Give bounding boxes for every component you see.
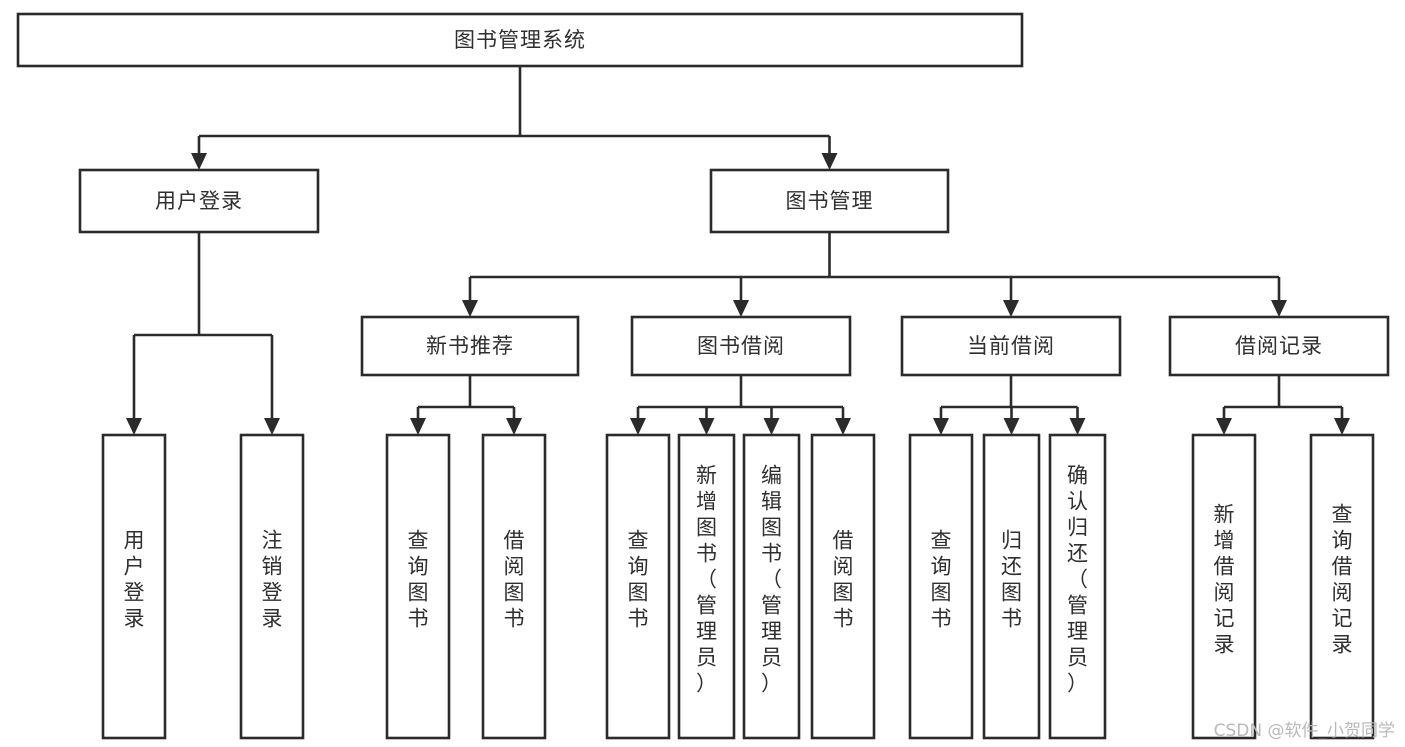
node-label-leaf_3: 借阅图书 [504,529,525,631]
node-box-leaf_5[interactable] [677,433,736,740]
node-label-leaf_1: 注销登录 [262,529,283,631]
node-leaf_9[interactable]: 归还图书 [982,433,1041,740]
node-label-leaf_7: 借阅图书 [833,529,854,631]
node-box-l2_0[interactable] [360,315,580,377]
arrow-head-icon-leaf_7 [835,418,851,435]
node-label-leaf_4: 查询图书 [628,529,649,631]
arrow-head-icon-leaf_9 [1003,418,1020,435]
arrow-head-icon-leaf_1 [264,418,280,435]
arrow-head-icon-l2_1 [733,300,749,317]
node-box-leaf_9[interactable] [982,433,1041,740]
node-l2_0[interactable]: 新书推荐 [360,315,580,377]
node-label-leaf_11: 新增借阅记录 [1214,503,1235,657]
node-box-l2_1[interactable] [630,315,852,377]
node-l2_3[interactable]: 借阅记录 [1168,315,1390,377]
arrow-head-icon-l2_2 [1003,300,1019,317]
node-box-leaf_8[interactable] [908,433,974,740]
arrow-head-icon-leaf_10 [1069,418,1086,435]
node-root[interactable]: 图书管理系统 [16,12,1024,68]
node-box-l1_1[interactable] [709,168,950,234]
arrow-head-icon-leaf_2 [410,418,426,435]
arrow-head-icon-leaf_5 [698,418,715,435]
node-leaf_8[interactable]: 查询图书 [908,433,974,740]
node-leaf_11[interactable]: 新增借阅记录 [1191,433,1257,740]
arrow-head-icon-leaf_4 [630,418,646,435]
node-leaf_2[interactable]: 查询图书 [385,433,451,740]
node-box-leaf_11[interactable] [1191,433,1257,740]
node-box-leaf_12[interactable] [1309,433,1375,740]
node-label-l2_1: 图书借阅 [697,334,785,358]
arrow-head-icon-leaf_12 [1334,418,1350,435]
node-box-leaf_6[interactable] [742,433,801,740]
node-label-l2_3: 借阅记录 [1235,334,1323,358]
node-box-leaf_1[interactable] [239,433,305,740]
arrow-head-icon-l1_0 [191,153,207,170]
arrow-head-icon-leaf_3 [506,418,522,435]
node-box-l1_0[interactable] [78,168,320,234]
arrow-head-icon-leaf_11 [1216,418,1232,435]
arrow-head-icon-l1_1 [821,153,838,170]
node-box-root[interactable] [16,12,1024,68]
connector-layer [126,66,1350,435]
node-l1_0[interactable]: 用户登录 [78,168,320,234]
node-box-leaf_0[interactable] [101,433,167,740]
node-box-l2_3[interactable] [1168,315,1390,377]
node-label-l1_1: 图书管理 [786,189,874,213]
node-leaf_10[interactable]: 确认归还（管理员） [1048,433,1107,740]
node-l2_2[interactable]: 当前借阅 [900,315,1122,377]
node-label-leaf_9: 归还图书 [1001,529,1022,631]
node-box-leaf_4[interactable] [605,433,671,740]
node-box-leaf_2[interactable] [385,433,451,740]
node-label-l1_0: 用户登录 [155,189,243,213]
node-layer: 图书管理系统用户登录图书管理新书推荐图书借阅当前借阅借阅记录用户登录注销登录查询… [16,12,1390,740]
node-leaf_0[interactable]: 用户登录 [101,433,167,740]
node-label-l2_2: 当前借阅 [967,334,1055,358]
node-label-leaf_10: 确认归还（管理员） [1067,464,1088,696]
node-label-leaf_0: 用户登录 [124,529,145,631]
arrow-head-icon-leaf_8 [933,418,949,435]
node-leaf_4[interactable]: 查询图书 [605,433,671,740]
arrow-head-icon-l2_3 [1271,300,1287,317]
node-l1_1[interactable]: 图书管理 [709,168,950,234]
arrow-head-icon-l2_0 [462,300,478,317]
node-leaf_1[interactable]: 注销登录 [239,433,305,740]
node-box-l2_2[interactable] [900,315,1122,377]
node-label-root: 图书管理系统 [454,28,586,52]
node-label-l2_0: 新书推荐 [426,334,514,358]
node-label-leaf_2: 查询图书 [408,529,429,631]
node-leaf_6[interactable]: 编辑图书（管理员） [742,433,801,740]
arrow-head-icon-leaf_6 [763,418,780,435]
node-box-leaf_10[interactable] [1048,433,1107,740]
arrow-head-icon-leaf_0 [126,418,142,435]
node-l2_1[interactable]: 图书借阅 [630,315,852,377]
node-box-leaf_7[interactable] [810,433,876,740]
node-label-leaf_12: 查询借阅记录 [1332,503,1353,657]
node-leaf_12[interactable]: 查询借阅记录 [1309,433,1375,740]
node-leaf_3[interactable]: 借阅图书 [481,433,547,740]
node-label-leaf_8: 查询图书 [931,529,952,631]
node-label-leaf_5: 新增图书（管理员） [696,464,717,696]
node-label-leaf_6: 编辑图书（管理员） [761,464,782,696]
node-box-leaf_3[interactable] [481,433,547,740]
node-leaf_7[interactable]: 借阅图书 [810,433,876,740]
node-leaf_5[interactable]: 新增图书（管理员） [677,433,736,740]
